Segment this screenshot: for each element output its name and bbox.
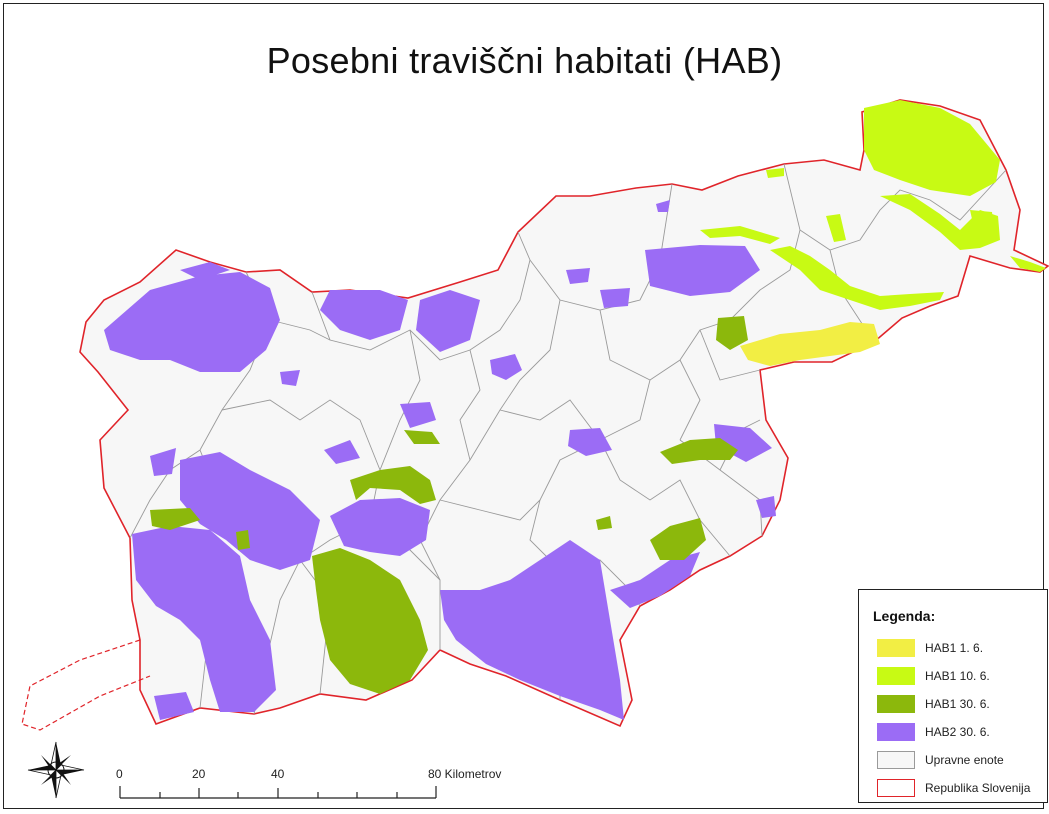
hab1-1-6-areas: [740, 322, 880, 366]
legend-item-hab1-30-6: HAB1 30. 6.: [877, 695, 1047, 715]
legend-label: HAB2 30. 6.: [925, 725, 990, 739]
legend-label: HAB1 10. 6.: [925, 669, 990, 683]
legend-swatch: [877, 779, 915, 797]
legend-swatch: [877, 667, 915, 685]
hab1-10-6-areas: [700, 100, 1046, 310]
legend-item-hab1-10-6: HAB1 10. 6.: [877, 667, 1047, 687]
maritime-boundary: [21, 639, 151, 731]
legend-label: Republika Slovenija: [925, 781, 1031, 795]
scale-tick-20: 20: [192, 767, 206, 781]
hab2-30-6-areas: [104, 200, 776, 720]
legend-label: Upravne enote: [925, 753, 1004, 767]
scale-tick-0: 0: [116, 767, 123, 781]
legend-label: HAB1 1. 6.: [925, 641, 984, 655]
legend-item-hab1-1-6: HAB1 1. 6.: [877, 639, 1047, 659]
legend-swatch: [877, 639, 915, 657]
map-title: Posebni traviščni habitati (HAB): [266, 40, 783, 81]
map-frame: [3, 3, 1044, 809]
legend-swatch: [877, 695, 915, 713]
legend-item-hab2-30-6: HAB2 30. 6.: [877, 723, 1047, 743]
scale-tick-40: 40: [271, 767, 285, 781]
scale-bar: [119, 786, 437, 799]
legend-title: Legenda:: [873, 608, 936, 624]
scale-tick-80-kilometrov: 80 Kilometrov: [428, 767, 502, 781]
legend-label: HAB1 30. 6.: [925, 697, 990, 711]
legend-swatch: [877, 723, 915, 741]
legend-box: Legenda: HAB1 1. 6. HAB1 10. 6. HAB1 30.…: [858, 589, 1048, 803]
legend-item-upravne-enote: Upravne enote: [877, 751, 1047, 771]
north-arrow-icon: [27, 741, 85, 799]
hab1-30-6-areas: [150, 316, 748, 694]
legend-swatch: [877, 751, 915, 769]
legend-item-republika-slovenija: Republika Slovenija: [877, 779, 1047, 799]
